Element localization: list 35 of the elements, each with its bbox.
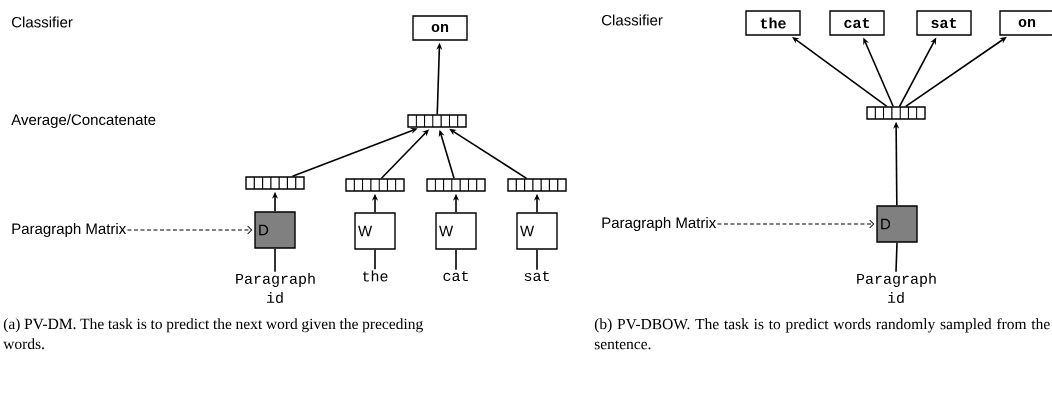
vector-drawing: [507, 178, 567, 192]
paragraph-vector-box: D: [254, 211, 296, 249]
row-label: Paragraph Matrix: [602, 217, 717, 231]
word-vector-box: W: [354, 212, 396, 250]
word-vector-box: W: [435, 212, 477, 250]
dashed-arrow: [126, 225, 253, 235]
row-label: Paragraph Matrix: [12, 223, 127, 237]
output-word-box: sat: [916, 10, 972, 36]
output-word-box: on: [999, 10, 1052, 36]
input-token: cat: [443, 270, 468, 282]
output-word-box: the: [745, 10, 801, 36]
input-token: sat: [524, 270, 549, 282]
connector-line: [374, 248, 376, 271]
row-label: Average/Concatenate: [11, 114, 156, 128]
vector-drawing: [866, 106, 926, 120]
vector-drawing: [245, 176, 305, 190]
vector-drawing: [345, 178, 405, 192]
output-word-box: cat: [829, 10, 885, 36]
input-token: Paragraph id: [236, 273, 315, 304]
caption: (b) PV-DBOW. The task is to predict words randomly sampled from the sentence.: [594, 318, 1050, 350]
vector-drawing: [407, 114, 467, 128]
vector-drawing: [426, 178, 486, 192]
row-label: Classifier: [11, 16, 73, 28]
input-token: the: [362, 270, 388, 282]
word-vector-box: W: [516, 212, 558, 250]
caption: (a) PV-DM. The task is to predict the next word given the preceding words.: [3, 318, 423, 350]
dashed-arrow: [716, 219, 875, 229]
input-token: Paragraph id: [857, 273, 936, 304]
connector-line: [455, 248, 457, 271]
connector-line: [895, 241, 898, 273]
paragraph-vector-box: D: [876, 205, 918, 243]
row-label: Classifier: [602, 14, 663, 26]
connector-line: [274, 247, 276, 273]
connector-line: [536, 248, 538, 271]
output-word-box: on: [412, 15, 468, 41]
